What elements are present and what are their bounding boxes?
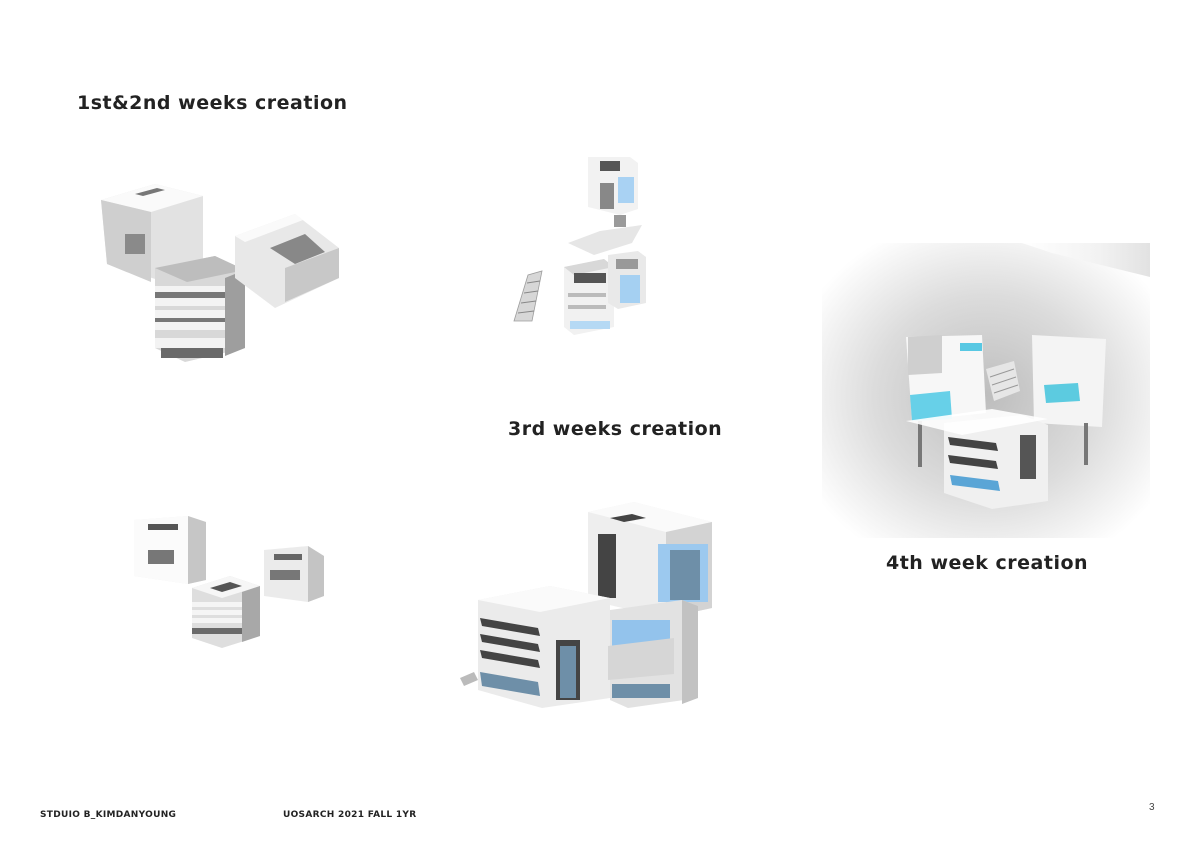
heading-weeks-1-2: 1st&2nd weeks creation (77, 92, 348, 114)
footer-studio-name: STDUIO B_KIMDANYOUNG (40, 810, 177, 820)
model-weeks-1-2-exploded (130, 510, 330, 650)
footer-course-name: UOSARCH 2021 FALL 1YR (283, 810, 417, 820)
model-weeks-1-2-assembled (95, 178, 350, 368)
heading-week-3: 3rd weeks creation (508, 418, 723, 440)
model-week-4-render (822, 243, 1150, 538)
heading-week-4: 4th week creation (886, 552, 1089, 574)
model-week-3-exploded (512, 155, 657, 335)
model-week-3-assembled (460, 500, 720, 715)
page-number: 3 (1149, 802, 1155, 813)
